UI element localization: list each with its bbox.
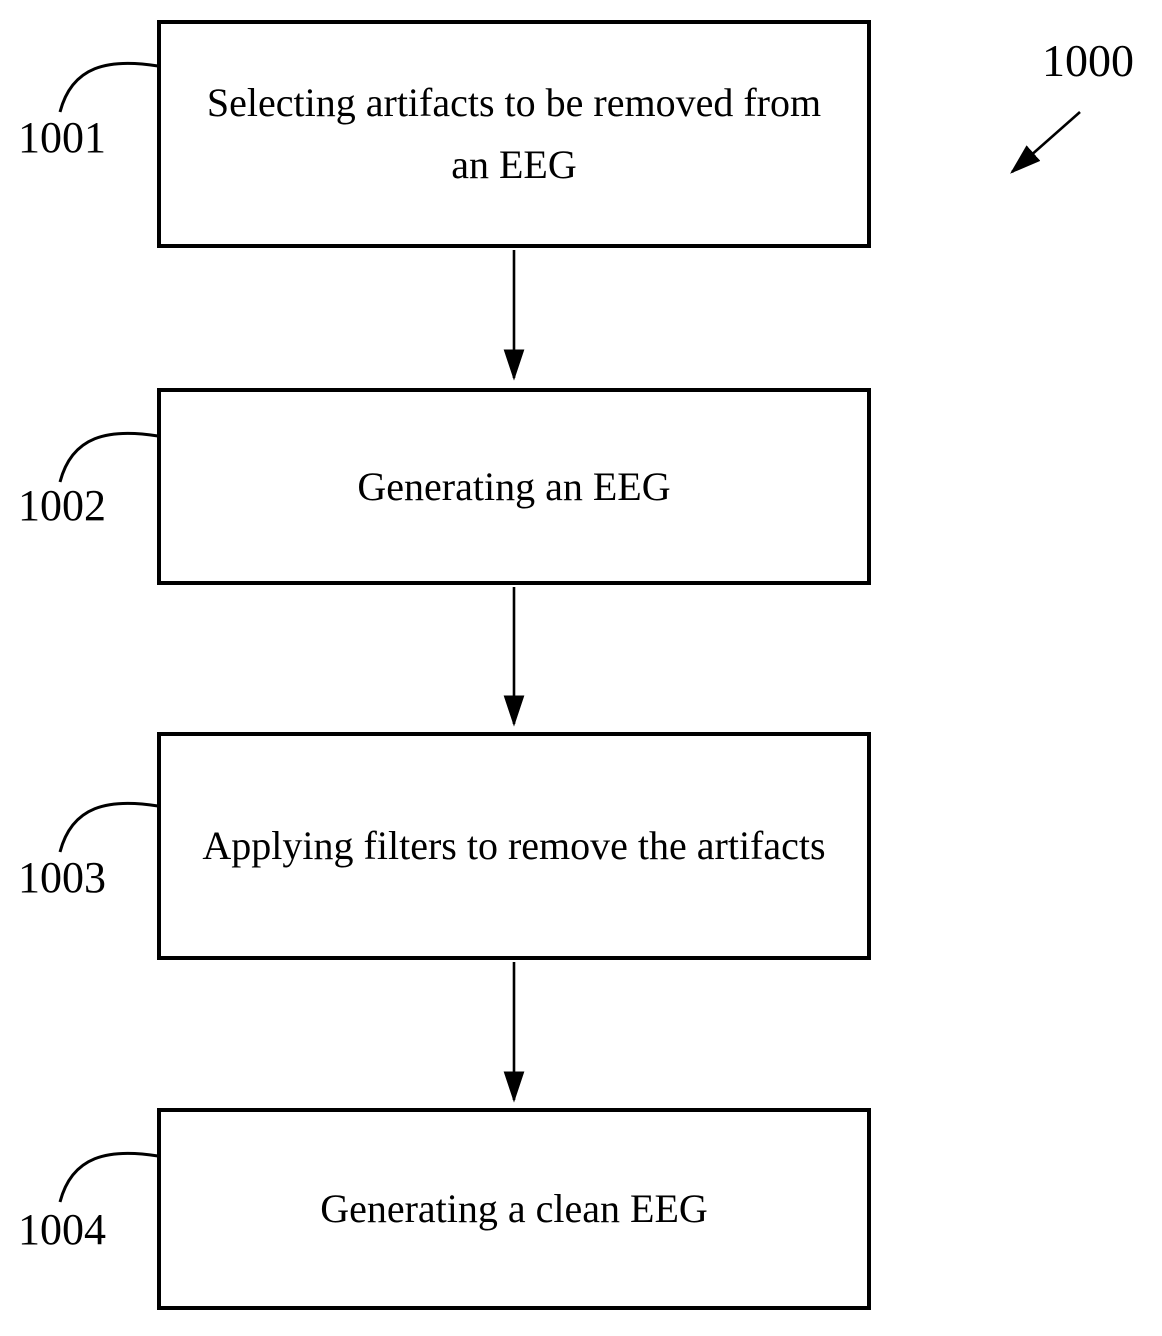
leader-line-1004 [58,1151,159,1203]
leader-line-1002 [58,431,159,483]
ref-label-1001: 1001 [18,113,106,162]
ref-label-1003: 1003 [18,853,106,902]
step-text-1002: Generating an EEG [357,463,671,509]
ref-label-1004: 1004 [18,1205,106,1254]
step-box-1003: Applying filters to remove the artifacts [157,732,871,960]
leader-line-1003 [58,801,159,853]
step-box-1004: Generating a clean EEG [157,1108,871,1310]
step-box-1002: Generating an EEG [157,388,871,585]
leader-line-1001 [58,61,159,113]
step-text-1003: Applying filters to remove the artifacts [202,823,826,868]
step-text-1001: Selecting artifacts to be removed from a… [206,80,822,187]
ref-label-1002: 1002 [18,481,106,530]
figure-ref-arrow [1010,111,1081,174]
step-text-1004: Generating a clean EEG [320,1186,708,1231]
step-box-1001: Selecting artifacts to be removed from a… [157,20,871,248]
figure-ref-label: 1000 [1042,35,1134,86]
